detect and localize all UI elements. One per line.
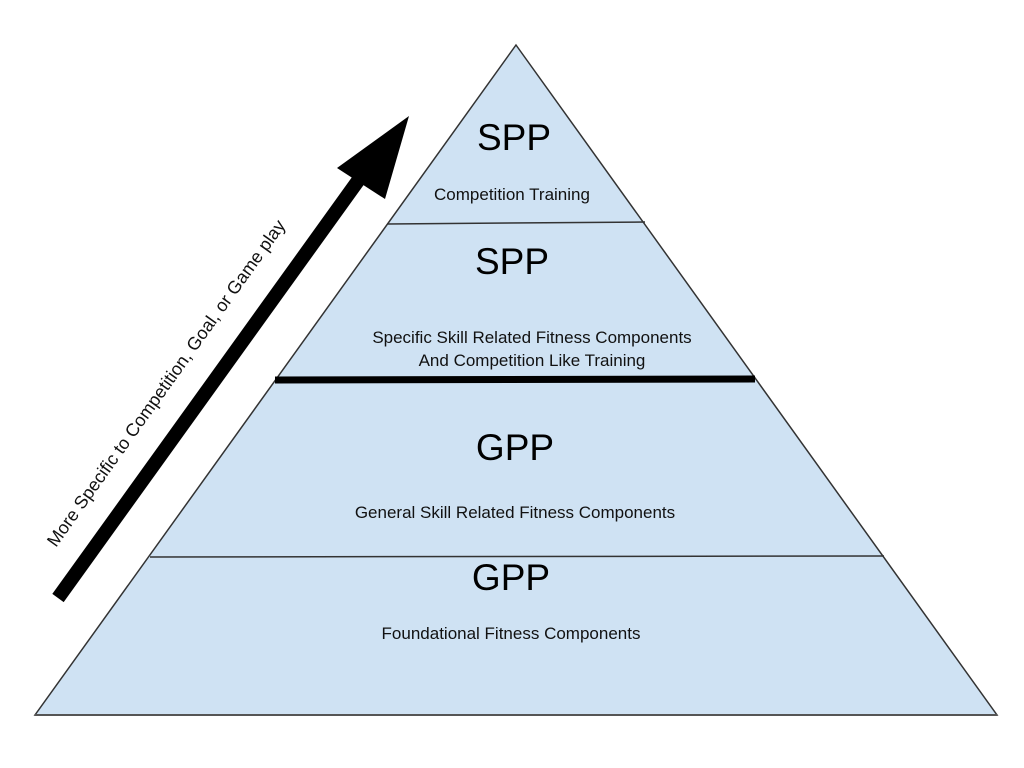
tier-2-line-1: Specific Skill Related Fitness Component… [372,328,691,347]
tier-2-line-2: And Competition Like Training [419,351,646,370]
tier-divider-bold [274,375,756,384]
tier-3-line-1: General Skill Related Fitness Components [355,503,675,522]
tier-2-heading: SPP [475,241,549,282]
tier-1-heading: SPP [477,117,551,158]
tier-1-line-1: Competition Training [434,185,590,204]
tier-divider-3 [149,555,885,558]
tier-4-heading: GPP [472,557,550,598]
tier-4-line-1: Foundational Fitness Components [382,624,641,643]
tier-divider-1 [386,221,646,225]
tier-3-heading: GPP [476,427,554,468]
arrow-up-right-icon [52,116,409,603]
